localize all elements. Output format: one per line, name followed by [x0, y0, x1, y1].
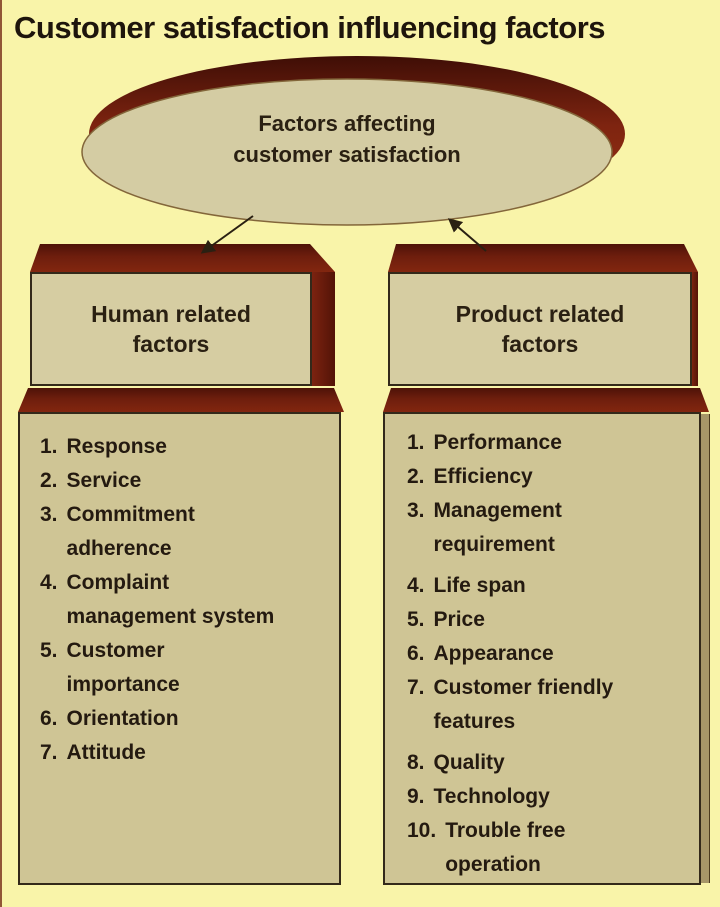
item-number: 7.: [407, 676, 425, 699]
item-text: Performance: [433, 431, 562, 454]
item-text: Price: [433, 608, 485, 631]
ellipse-face: [81, 78, 613, 226]
item-number: 5.: [407, 608, 425, 631]
product-header-face: Product related factors: [388, 272, 692, 386]
list-item: 10. Trouble free operation: [407, 814, 695, 882]
item-number: 4.: [40, 571, 58, 594]
item-text: Service: [66, 469, 142, 492]
product-list-side: [701, 414, 710, 883]
human-list-box: 1. Response 2. Service 3. Commitment adhere…: [18, 388, 344, 885]
list-item: 5. Customer importance: [40, 634, 333, 702]
item-text: Appearance: [433, 642, 554, 665]
list-item: 7. Attitude: [40, 736, 333, 770]
list-item: 7. Customer friendly features: [407, 671, 695, 739]
list-item: 1. Performance: [407, 426, 695, 460]
item-text: Trouble free operation: [445, 819, 566, 876]
list-item: 9. Technology: [407, 780, 695, 814]
item-number: 5.: [40, 639, 58, 662]
item-text: Life span: [433, 574, 526, 597]
item-number: 3.: [407, 499, 425, 522]
human-factor-list: 1. Response 2. Service 3. Commitment adhere…: [40, 430, 333, 770]
product-list-box: 1. Performance 2. Efficiency 3. Management …: [383, 388, 710, 885]
item-text: Orientation: [66, 707, 179, 730]
human-list-face: 1. Response 2. Service 3. Commitment adhere…: [18, 412, 341, 885]
item-text: Response: [66, 435, 167, 458]
item-number: 4.: [407, 574, 425, 597]
page-title: Customer satisfaction influencing factor…: [14, 10, 606, 45]
item-number: 2.: [407, 465, 425, 488]
item-text: Complaint management system: [66, 571, 275, 628]
product-factor-list: 1. Performance 2. Efficiency 3. Management …: [407, 426, 695, 882]
item-number: 8.: [407, 751, 425, 774]
page-left-edge: [0, 0, 2, 907]
item-text: Customer friendly features: [433, 676, 614, 733]
item-number: 1.: [40, 435, 58, 458]
human-header-side: [312, 272, 335, 386]
item-text: Quality: [433, 751, 505, 774]
list-item: 3. Commitment adherence: [40, 498, 333, 566]
item-number: 1.: [407, 431, 425, 454]
item-text: Technology: [433, 785, 550, 808]
item-number: 7.: [40, 741, 58, 764]
product-header-title: Product related factors: [455, 301, 625, 357]
item-text: Customer importance: [66, 639, 180, 696]
item-number: 10.: [407, 819, 437, 842]
item-text: Management requirement: [433, 499, 562, 556]
item-text: Attitude: [66, 741, 146, 764]
human-header-title: Human related factors: [91, 301, 251, 357]
list-item: 4. Complaint management system: [40, 566, 333, 634]
product-header-lid: [388, 244, 698, 272]
item-number: 6.: [40, 707, 58, 730]
list-item: 8. Quality: [407, 746, 695, 780]
item-number: 2.: [40, 469, 58, 492]
list-item: 6. Orientation: [40, 702, 333, 736]
list-item: 4. Life span: [407, 569, 695, 603]
item-number: 3.: [40, 503, 58, 526]
item-text: Commitment adherence: [66, 503, 195, 560]
product-list-lid: [383, 388, 709, 412]
list-item: 2. Efficiency: [407, 460, 695, 494]
human-header-box: Human related factors: [30, 244, 335, 386]
product-header-box: Product related factors: [388, 244, 698, 386]
human-header-face: Human related factors: [30, 272, 312, 386]
list-item: 2. Service: [40, 464, 333, 498]
item-text: Efficiency: [433, 465, 533, 488]
root-node-label: Factors affecting customer satisfaction: [233, 111, 461, 167]
item-number: 9.: [407, 785, 425, 808]
list-item: 3. Management requirement: [407, 494, 695, 562]
product-list-face: 1. Performance 2. Efficiency 3. Management …: [383, 412, 701, 885]
list-item: 1. Response: [40, 430, 333, 464]
human-header-lid: [30, 244, 335, 272]
item-number: 6.: [407, 642, 425, 665]
human-list-lid: [18, 388, 344, 412]
list-item: 6. Appearance: [407, 637, 695, 671]
product-header-side: [692, 272, 698, 386]
list-item: 5. Price: [407, 603, 695, 637]
